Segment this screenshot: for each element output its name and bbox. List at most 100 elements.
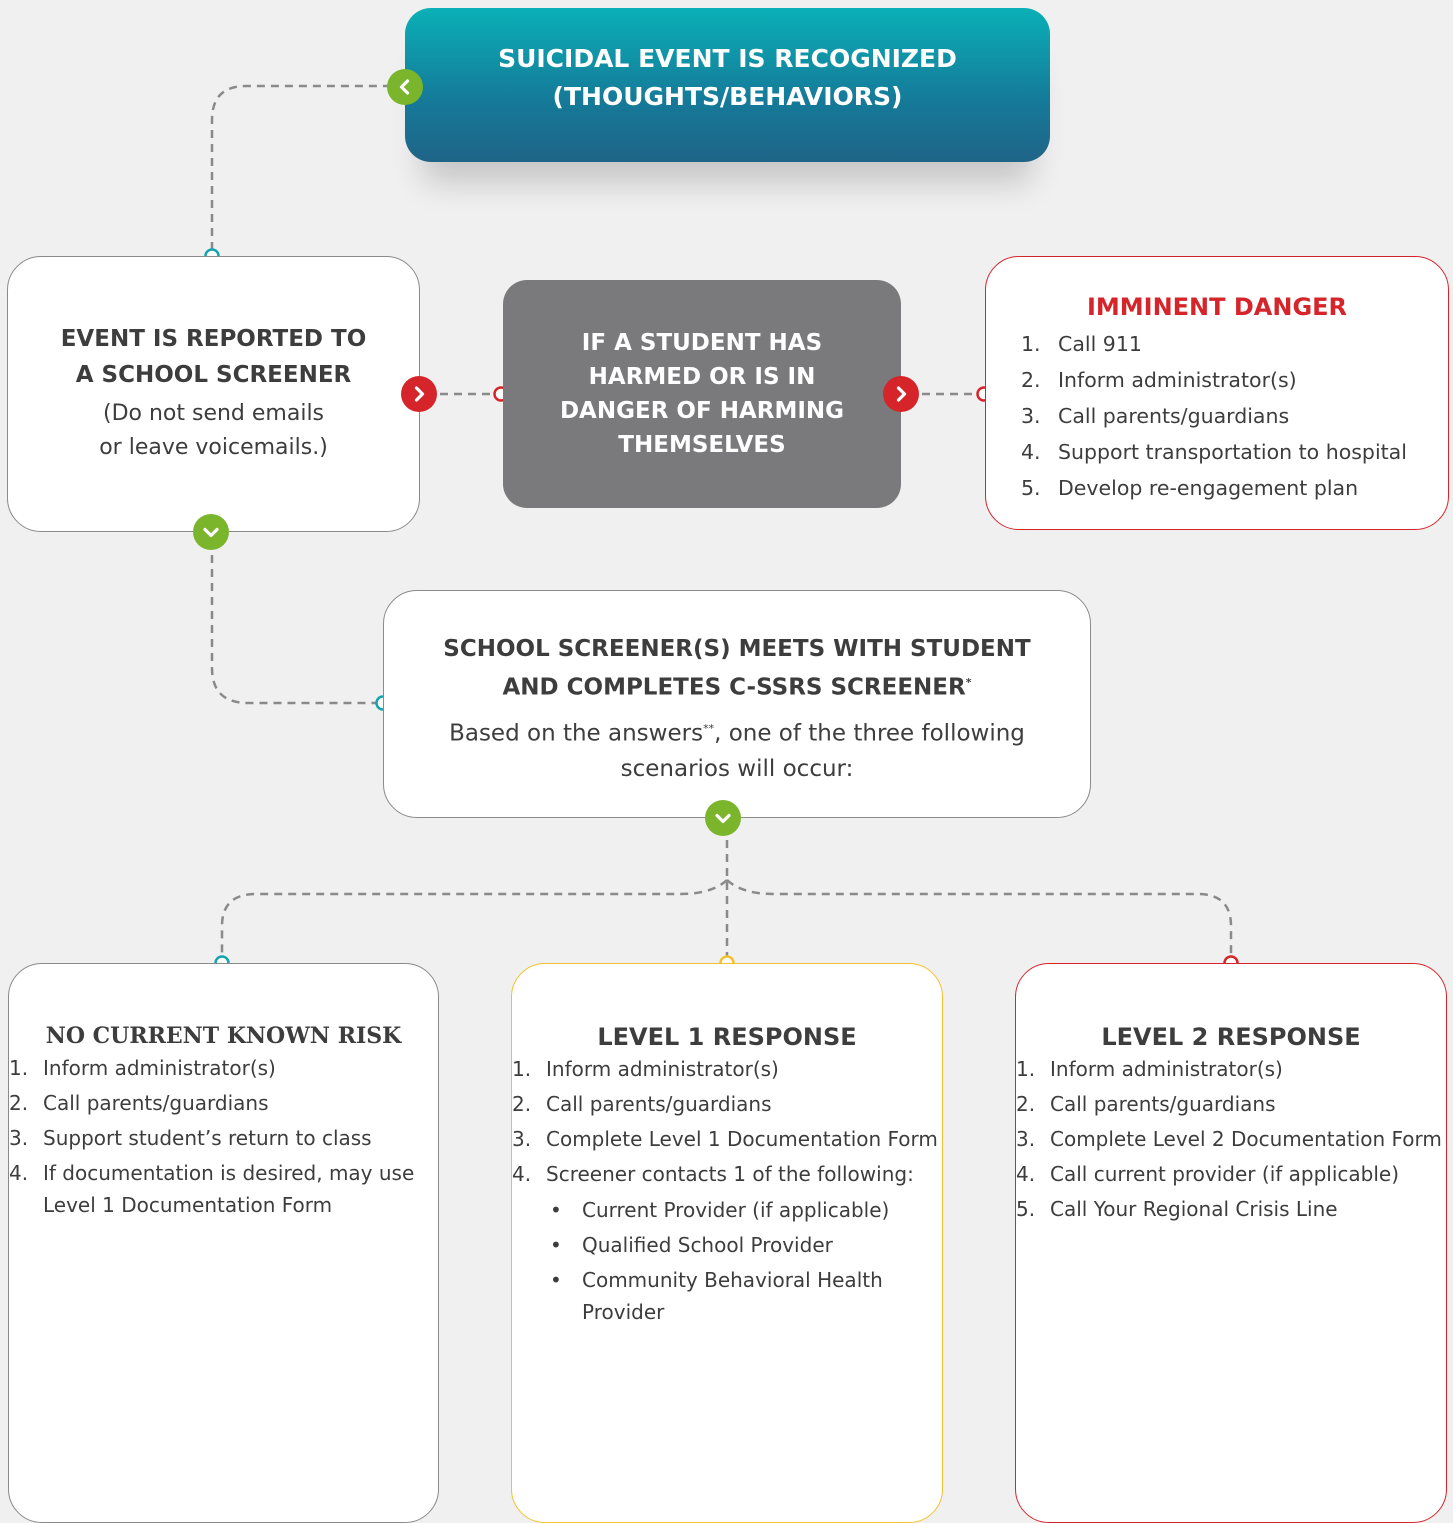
level1-title: LEVEL 1 RESPONSE — [597, 1023, 857, 1051]
screener-desc-part2: , one of the three following — [714, 720, 1025, 747]
list-item: 4. Support transportation to hospital — [1021, 436, 1448, 468]
list-item: 3. Call parents/guardians — [1021, 400, 1448, 432]
screener-desc-part1: Based on the answers — [449, 720, 704, 747]
step-number: 1. — [512, 1057, 532, 1081]
connector-reported-to-top — [210, 84, 390, 250]
imminent-danger-title: IMMINENT DANGER — [1086, 293, 1348, 321]
footnote-mark: ** — [703, 721, 715, 735]
list-item: 4. If documentation is desired, may use L… — [9, 1157, 438, 1221]
step-text: Inform administrator(s) — [43, 1056, 276, 1080]
step-number: 5. — [1016, 1197, 1036, 1221]
step-text: Inform administrator(s) — [1050, 1057, 1283, 1081]
connector-reported-to-screener — [210, 555, 376, 705]
step-number: 2. — [512, 1092, 532, 1116]
step-text: Call parents/guardians — [546, 1092, 772, 1116]
no-risk-title: NO CURRENT KNOWN RISK — [45, 1023, 402, 1049]
step-number: 4. — [512, 1162, 532, 1186]
step-number: 5. — [1021, 476, 1041, 500]
step-text: Inform administrator(s) — [546, 1057, 779, 1081]
event-reported-note-line2: or leave voicemails.) — [99, 435, 328, 460]
step-number: 3. — [512, 1127, 532, 1151]
step-text: Support student’s return to class — [43, 1126, 372, 1150]
level1-response-box: LEVEL 1 RESPONSE 1. Inform administrator(… — [511, 963, 943, 1523]
step-text: Develop re-engagement plan — [1058, 476, 1359, 500]
event-reported-title-line1: EVENT IS REPORTED TO — [60, 326, 367, 352]
step-text: Complete Level 2 Documentation Form — [1050, 1127, 1442, 1151]
screener-title-line2: AND COMPLETES C-SSRS SCREENER* — [384, 666, 1090, 705]
step-number: 1. — [1021, 332, 1041, 356]
list-item: 1. Inform administrator(s) — [512, 1053, 942, 1085]
screener-meeting-box: SCHOOL SCREENER(S) MEETS WITH STUDENT AN… — [383, 590, 1091, 818]
suicidal-event-box: SUICIDAL EVENT IS RECOGNIZED (THOUGHTS/B… — [405, 8, 1050, 162]
chevron-down-icon — [705, 800, 741, 836]
imminent-danger-steps: 1. Call 911 2. Inform administrator(s) 3. C… — [1021, 328, 1448, 504]
list-item: 5. Develop re-engagement plan — [1021, 472, 1448, 504]
list-item: 1. Inform administrator(s) — [9, 1052, 438, 1084]
step-text: Call current provider (if applicable) — [1050, 1162, 1400, 1186]
step-number: 3. — [1021, 404, 1041, 428]
event-reported-title-line2: A SCHOOL SCREENER — [75, 362, 352, 388]
harm-condition-text: IF A STUDENT HAS HARMED OR IS IN DANGER … — [559, 330, 845, 458]
step-text: Call parents/guardians — [1050, 1092, 1276, 1116]
list-item: 3. Complete Level 1 Documentation Form — [512, 1123, 942, 1155]
harm-condition-box: IF A STUDENT HAS HARMED OR IS IN DANGER … — [503, 280, 901, 508]
step-number: 3. — [1016, 1127, 1036, 1151]
step-number: 2. — [1021, 368, 1041, 392]
step-text: If documentation is desired, may use Lev… — [43, 1161, 415, 1217]
suicidal-event-title: SUICIDAL EVENT IS RECOGNIZED — [498, 44, 957, 73]
connector-screener-to-norisk — [220, 879, 728, 956]
screener-desc-line2: scenarios will occur: — [620, 756, 854, 783]
screener-meeting-title: SCHOOL SCREENER(S) MEETS WITH STUDENT AN… — [384, 632, 1090, 705]
chevron-right-icon — [883, 376, 919, 412]
list-item: 4.Screener contacts 1 of the following: … — [512, 1158, 942, 1328]
no-risk-steps: 1. Inform administrator(s) 2. Call parents… — [9, 1052, 438, 1221]
level2-title: LEVEL 2 RESPONSE — [1101, 1023, 1361, 1051]
list-item: 3. Support student’s return to class — [9, 1122, 438, 1154]
footnote-mark: * — [965, 676, 972, 689]
list-item: 2. Call parents/guardians — [512, 1088, 942, 1120]
list-item: 1. Call 911 — [1021, 328, 1448, 360]
step-text: Call parents/guardians — [1058, 404, 1290, 428]
suicidal-event-subtitle: (THOUGHTS/BEHAVIORS) — [552, 82, 903, 111]
step-text: Complete Level 1 Documentation Form — [546, 1127, 938, 1151]
level2-response-box: LEVEL 2 RESPONSE 1. Inform administrator(… — [1015, 963, 1447, 1523]
step-number: 2. — [9, 1091, 29, 1115]
list-item: 2. Inform administrator(s) — [1021, 364, 1448, 396]
list-item: 2. Call parents/guardians — [9, 1087, 438, 1119]
step-number: 4. — [1021, 440, 1041, 464]
step-number: 3. — [9, 1126, 29, 1150]
chevron-right-icon — [401, 376, 437, 412]
step-number: 1. — [1016, 1057, 1036, 1081]
screener-meeting-description: Based on the answers**, one of the three… — [384, 711, 1090, 788]
provider-item: Current Provider (if applicable) — [546, 1194, 942, 1226]
step-text: Call 911 — [1058, 332, 1142, 356]
step-text: Support transportation to hospital — [1058, 440, 1407, 464]
no-risk-box: NO CURRENT KNOWN RISK 1. Inform administr… — [8, 963, 439, 1523]
event-reported-note: (Do not send emails or leave voicemails.… — [8, 397, 419, 465]
step-text: Screener contacts 1 of the following: — [546, 1162, 914, 1186]
step-number: 2. — [1016, 1092, 1036, 1116]
level2-steps: 1. Inform administrator(s) 2. Call parents… — [1016, 1053, 1446, 1225]
step-text: Inform administrator(s) — [1058, 368, 1297, 392]
connector-screener-to-level2 — [726, 879, 1233, 956]
step-text: Call Your Regional Crisis Line — [1050, 1197, 1338, 1221]
list-item: 4. Call current provider (if applicable) — [1016, 1158, 1446, 1190]
provider-item: Community Behavioral Health Provider — [546, 1264, 942, 1328]
list-item: 3. Complete Level 2 Documentation Form — [1016, 1123, 1446, 1155]
screener-title-line1: SCHOOL SCREENER(S) MEETS WITH STUDENT — [443, 636, 1031, 662]
list-item: 5. Call Your Regional Crisis Line — [1016, 1193, 1446, 1225]
event-reported-note-line1: (Do not send emails — [102, 401, 325, 426]
provider-list: Current Provider (if applicable) Qualifi… — [546, 1194, 942, 1328]
step-number: 4. — [1016, 1162, 1036, 1186]
screener-title-line2-text: AND COMPLETES C-SSRS SCREENER — [502, 674, 966, 701]
chevron-left-icon — [387, 69, 423, 105]
step-number: 1. — [9, 1056, 29, 1080]
step-number: 4. — [9, 1161, 29, 1185]
screener-desc-line1: Based on the answers**, one of the three… — [384, 711, 1090, 752]
event-reported-title: EVENT IS REPORTED TO A SCHOOL SCREENER — [8, 321, 419, 393]
chevron-down-icon — [193, 514, 229, 550]
step-text: Call parents/guardians — [43, 1091, 269, 1115]
event-reported-box: EVENT IS REPORTED TO A SCHOOL SCREENER (… — [7, 256, 420, 532]
list-item: 1. Inform administrator(s) — [1016, 1053, 1446, 1085]
provider-item: Qualified School Provider — [546, 1229, 942, 1261]
